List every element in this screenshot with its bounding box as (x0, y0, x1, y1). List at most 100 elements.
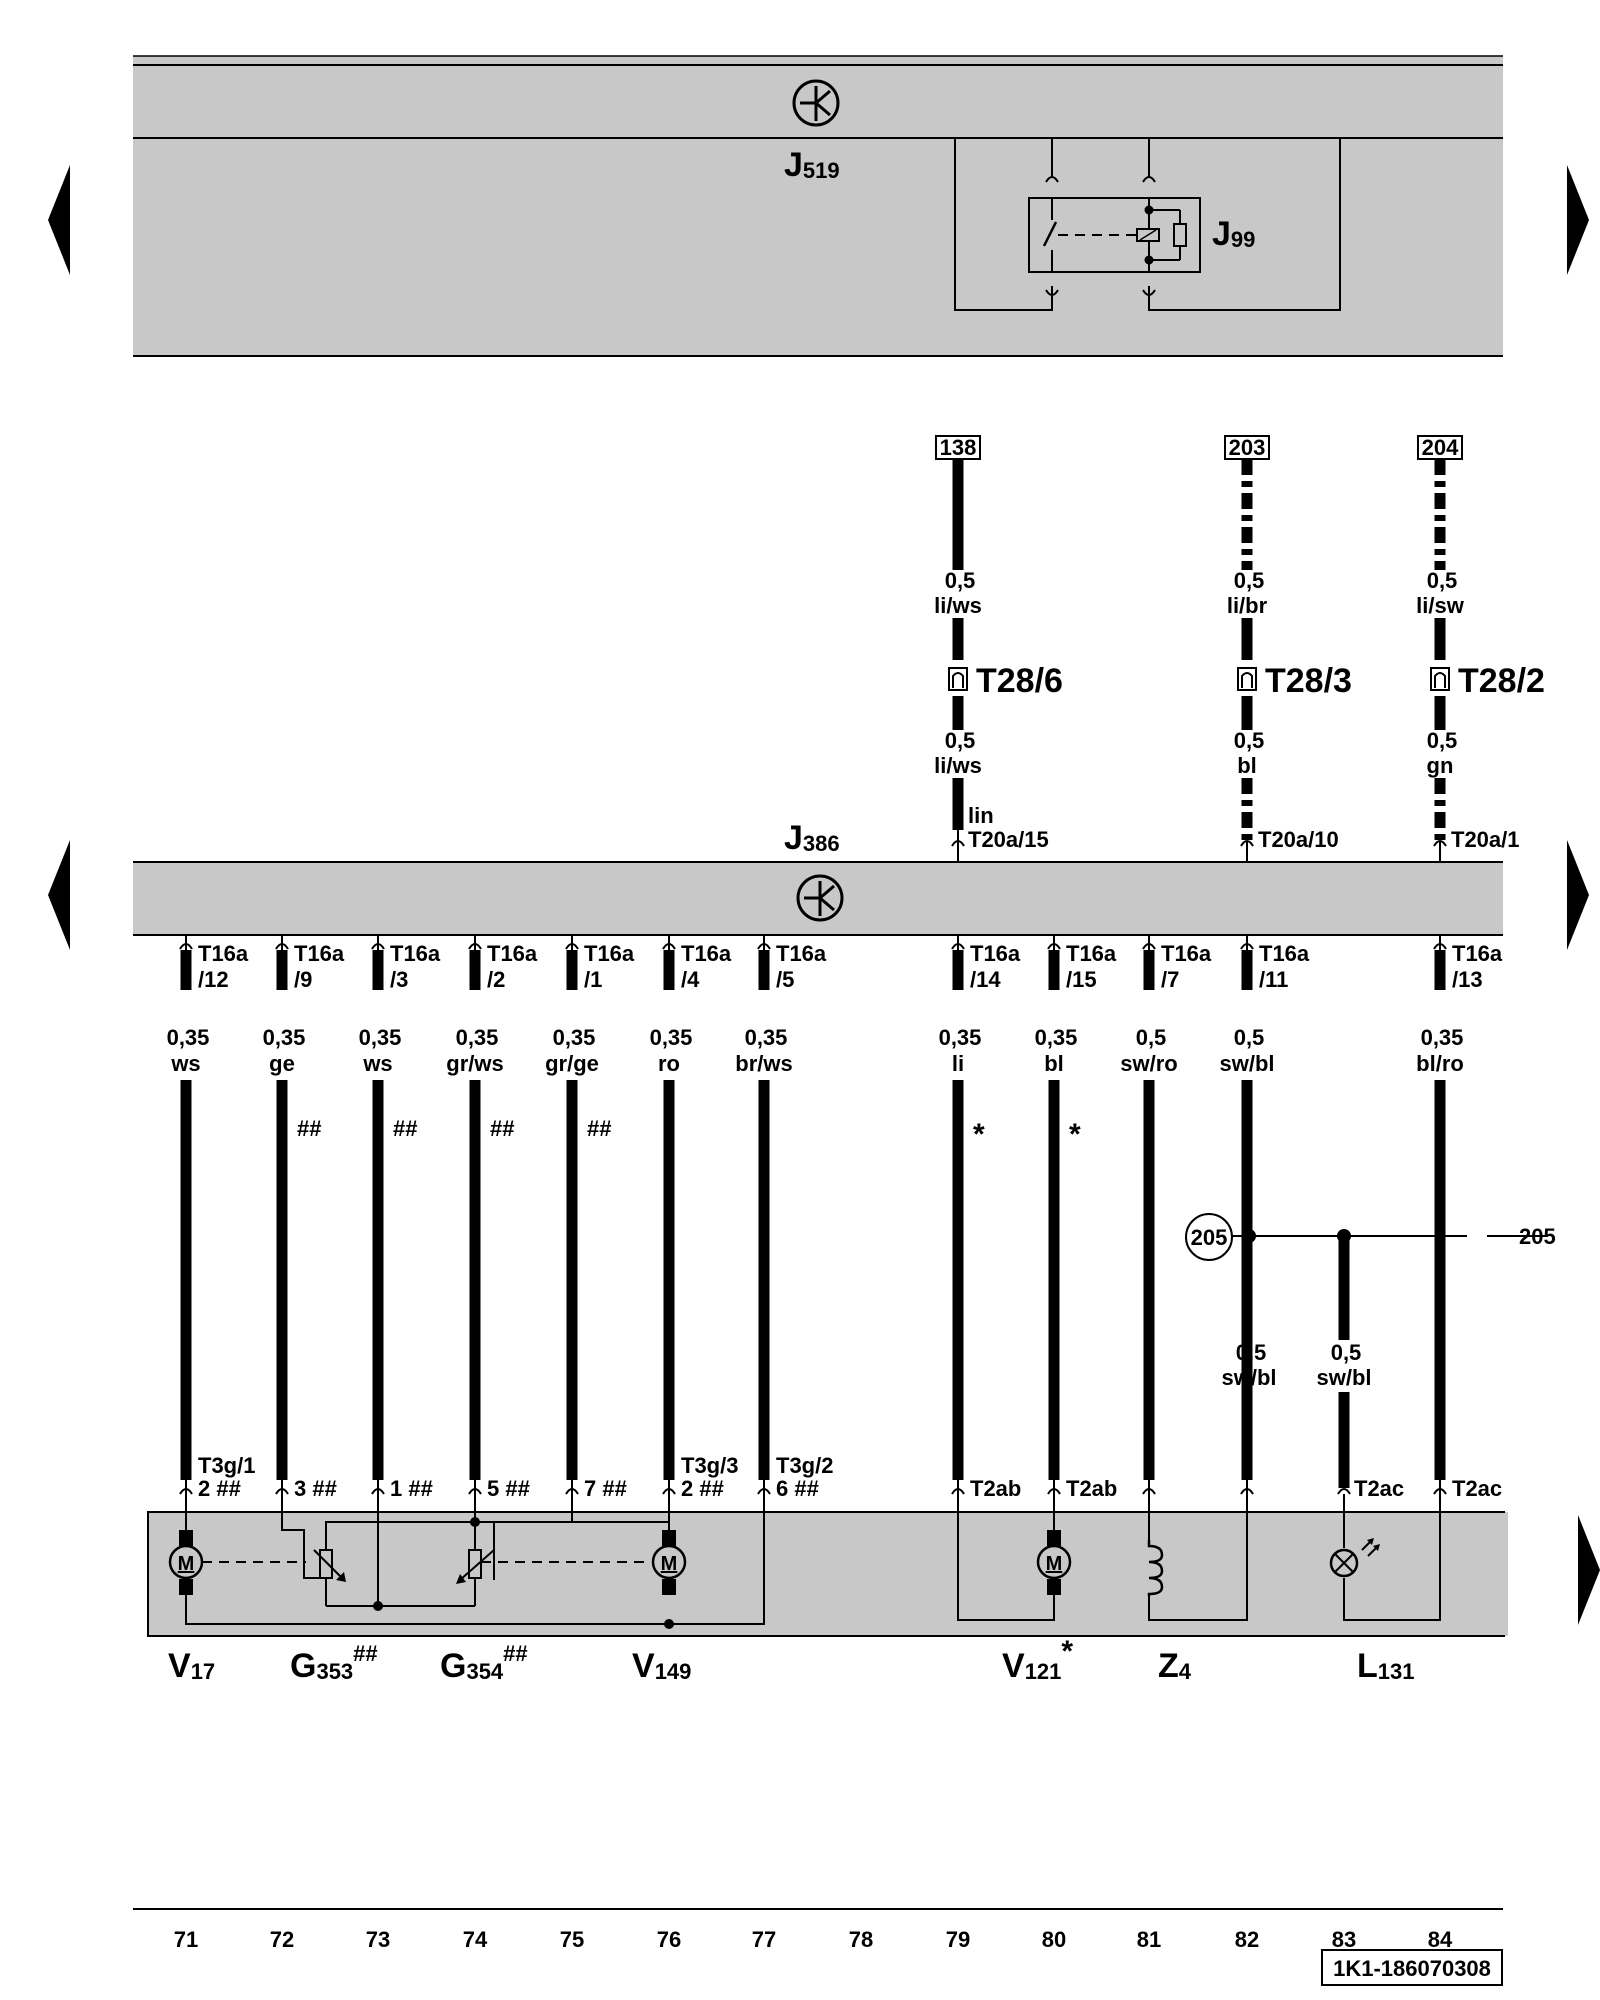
pin-arrows-bottom (179, 1488, 1447, 1495)
wire-color: bl (1237, 753, 1257, 778)
component-label-l131: L131 (1357, 1647, 1415, 1685)
wire-size: 0,5 (945, 728, 976, 753)
page-next-arrow[interactable] (1578, 1515, 1600, 1625)
pin-label: T20a/1 (1451, 827, 1520, 852)
connector-t28-3: T28/3 (1265, 662, 1352, 700)
wire-size: 0,5 (1236, 1340, 1267, 1365)
pin-label: T16a (1259, 941, 1310, 966)
wire-mark: ## (393, 1116, 417, 1141)
wire-size: 0,35 (553, 1025, 596, 1050)
wire-color: li (952, 1051, 964, 1076)
motor-v149-icon (651, 1530, 687, 1595)
pin-label: 3 ## (294, 1476, 337, 1501)
wire-mark: * (973, 1118, 985, 1151)
motor-symbol: M (178, 1553, 195, 1575)
column-number: 78 (849, 1927, 873, 1952)
wire-color: bl/ro (1416, 1051, 1464, 1076)
pin-label: 6 ## (776, 1476, 819, 1501)
column-number: 80 (1042, 1927, 1066, 1952)
junction-dots (373, 1517, 674, 1629)
sensor-g354-icon (456, 1549, 650, 1584)
ref-box-138: 138 (935, 435, 981, 460)
pin-label: 7 ## (584, 1476, 627, 1501)
column-number: 81 (1137, 1927, 1161, 1952)
wire-size: 0,5 (1234, 1025, 1265, 1050)
lamp-l131-icon (1329, 1538, 1380, 1578)
wire-color: sw/ro (1120, 1051, 1177, 1076)
pin-label: T2ab (1066, 1476, 1117, 1501)
page-prev-arrow[interactable] (48, 165, 70, 275)
connector-t28-2: T28/2 (1458, 662, 1545, 700)
column-number: 83 (1332, 1927, 1356, 1952)
page-next-arrow[interactable] (1567, 840, 1589, 950)
component-label-v149: V149 (632, 1647, 691, 1685)
pin-label: T16a (970, 941, 1021, 966)
relay-j99-label: J99 (1212, 215, 1255, 253)
wire-size: 0,35 (1035, 1025, 1078, 1050)
svg-text:138: 138 (940, 435, 977, 460)
control-unit-icon (792, 79, 840, 127)
wire-size: 0,5 (945, 568, 976, 593)
pin-label: 2 ## (198, 1476, 241, 1501)
wire-size: 0,5 (1234, 728, 1265, 753)
pin-label: 1 ## (390, 1476, 433, 1501)
component-label-z4: Z4 (1158, 1647, 1192, 1685)
wire-col-82: T16a/110,5sw/bl (1219, 935, 1310, 1494)
pin-label: T3g/2 (776, 1453, 833, 1478)
wire-note: lin (968, 803, 994, 828)
pin-label: T16a (681, 941, 732, 966)
pin-label: /2 (487, 967, 505, 992)
connector-icon (1237, 667, 1257, 691)
module-j519-label: J519 (784, 146, 840, 184)
wire-size: 0,35 (650, 1025, 693, 1050)
pin-label: T3g/3 (681, 1453, 738, 1478)
component-label-g353: G353## (290, 1641, 378, 1685)
pin-label: /7 (1161, 967, 1179, 992)
pin-label: T16a (198, 941, 249, 966)
splice-id: 205 (1191, 1225, 1228, 1250)
column-number: 72 (270, 1927, 294, 1952)
pin-label: T16a (390, 941, 441, 966)
wire-size: 0,35 (359, 1025, 402, 1050)
pin-label: T20a/10 (1258, 827, 1339, 852)
pin-label: /9 (294, 967, 312, 992)
component-label-v121: V121* (1002, 1635, 1073, 1685)
page-next-arrow[interactable] (1567, 165, 1589, 275)
svg-text:204: 204 (1422, 435, 1459, 460)
page-prev-arrow[interactable] (48, 840, 70, 950)
column-number: 84 (1428, 1927, 1453, 1952)
column-number: 71 (174, 1927, 198, 1952)
wire-color: sw/bl (1221, 1365, 1276, 1390)
control-unit-icon (796, 874, 844, 922)
pin-label: T2ac (1452, 1476, 1502, 1501)
wire-color: ro (658, 1051, 680, 1076)
pin-label: T2ab (970, 1476, 1021, 1501)
connector-icon (948, 667, 968, 691)
wire-size: 0,5 (1136, 1025, 1167, 1050)
wire-size: 0,35 (745, 1025, 788, 1050)
wire-color: sw/bl (1316, 1365, 1371, 1390)
wire-color: li/ws (934, 753, 982, 778)
pin-label: T16a (1452, 941, 1503, 966)
pin-label: 2 ## (681, 1476, 724, 1501)
pin-label: /3 (390, 967, 408, 992)
pin-label: T16a (584, 941, 635, 966)
column-number: 82 (1235, 1927, 1259, 1952)
wire-mark: ## (587, 1116, 611, 1141)
wire-color: ge (269, 1051, 295, 1076)
column-number: 75 (560, 1927, 584, 1952)
wire-color: gn (1427, 753, 1454, 778)
column-number: 79 (946, 1927, 970, 1952)
pin-label: /11 (1259, 967, 1288, 992)
pin-label: /5 (776, 967, 794, 992)
pin-label: /1 (584, 967, 602, 992)
wire-size: 0,35 (167, 1025, 210, 1050)
